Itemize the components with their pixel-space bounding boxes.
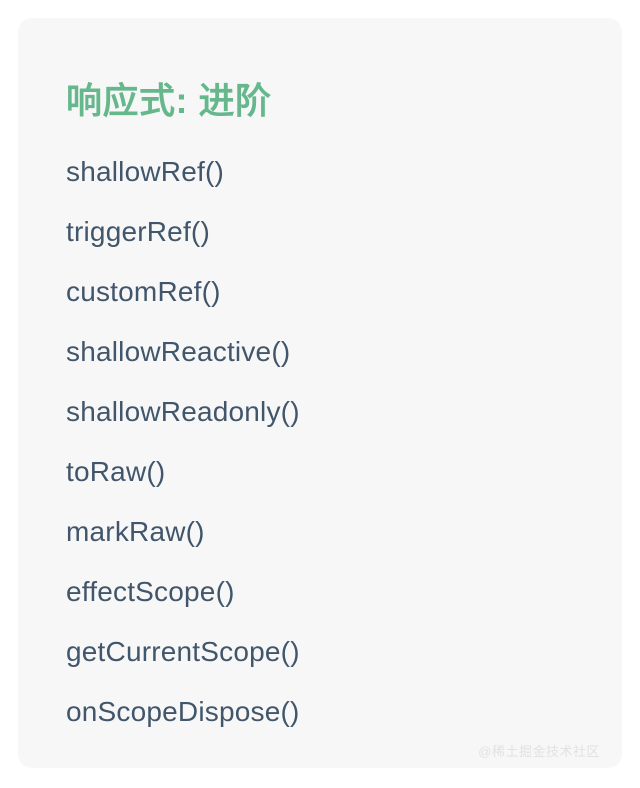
list-item: shallowRef() <box>66 156 224 187</box>
api-list: shallowRef() triggerRef() customRef() sh… <box>66 142 598 742</box>
list-item: effectScope() <box>66 576 235 607</box>
list-item: triggerRef() <box>66 216 210 247</box>
list-item: onScopeDispose() <box>66 696 300 727</box>
list-item: toRaw() <box>66 456 166 487</box>
page-title: 响应式: 进阶 <box>66 80 272 122</box>
watermark: @稀土掘金技术社区 <box>478 744 600 759</box>
list-item: customRef() <box>66 276 221 307</box>
list-item: shallowReactive() <box>66 336 291 367</box>
list-item: getCurrentScope() <box>66 636 300 667</box>
list-item: markRaw() <box>66 516 205 547</box>
slide-card: 响应式: 进阶 shallowRef() triggerRef() custom… <box>18 18 622 768</box>
list-item: shallowReadonly() <box>66 396 300 427</box>
